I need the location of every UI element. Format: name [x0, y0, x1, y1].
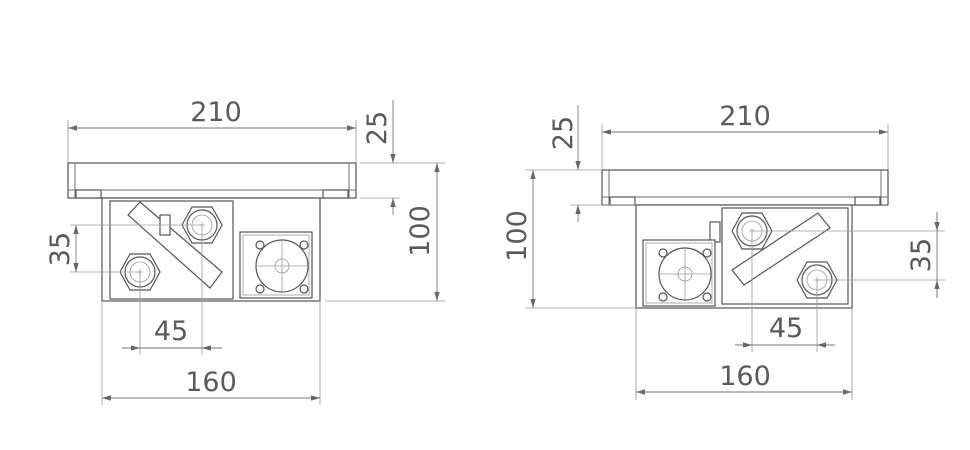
right-cover [601, 169, 889, 206]
right-dimension-lines [525, 105, 945, 400]
left-view: 210 25 100 35 45 160 [45, 97, 445, 405]
dimension-25: 25 [548, 116, 579, 150]
right-housing [635, 204, 853, 309]
left-dimension-lines [67, 100, 445, 405]
right-view: 210 25 100 35 45 160 [502, 101, 945, 400]
dimension-35: 35 [906, 238, 937, 272]
pump-icon [239, 231, 313, 299]
dimension-100: 100 [502, 210, 533, 262]
left-housing [101, 197, 321, 302]
dimension-160: 160 [719, 361, 771, 392]
dimension-160: 160 [185, 367, 237, 398]
dimension-25: 25 [362, 111, 393, 145]
dimension-100: 100 [405, 205, 436, 257]
dimension-210: 210 [719, 101, 771, 132]
dimension-45: 45 [769, 313, 803, 344]
left-cover [67, 162, 357, 199]
dimension-45: 45 [154, 316, 188, 347]
pump-icon [642, 239, 716, 307]
dimension-35: 35 [45, 232, 76, 266]
dimension-210: 210 [190, 97, 242, 128]
